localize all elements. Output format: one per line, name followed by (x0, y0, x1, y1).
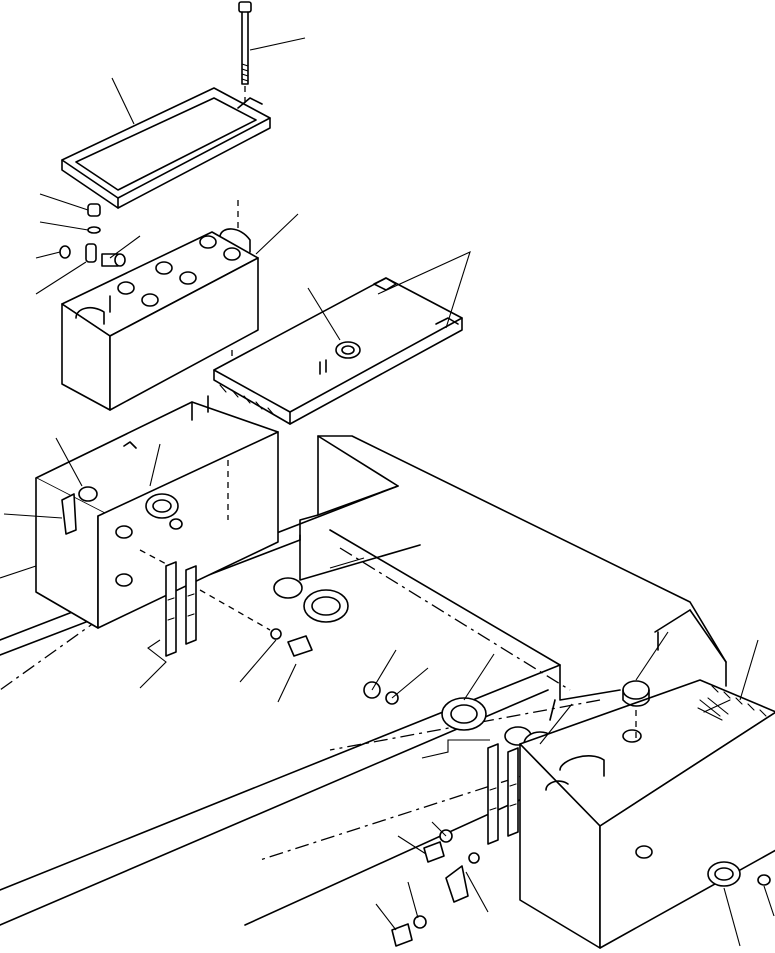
leader-lines (0, 37, 775, 947)
battery-cover (61, 87, 271, 209)
grommets-center (270, 577, 557, 757)
battery-box-left (35, 395, 279, 629)
battery-box-right (519, 631, 775, 949)
terminal-hardware (59, 203, 126, 267)
battery-tray (213, 277, 463, 425)
bracket-left (165, 561, 271, 657)
hold-down-bolt (238, 1, 252, 104)
battery-left (61, 200, 259, 411)
bracket-right (391, 743, 561, 947)
